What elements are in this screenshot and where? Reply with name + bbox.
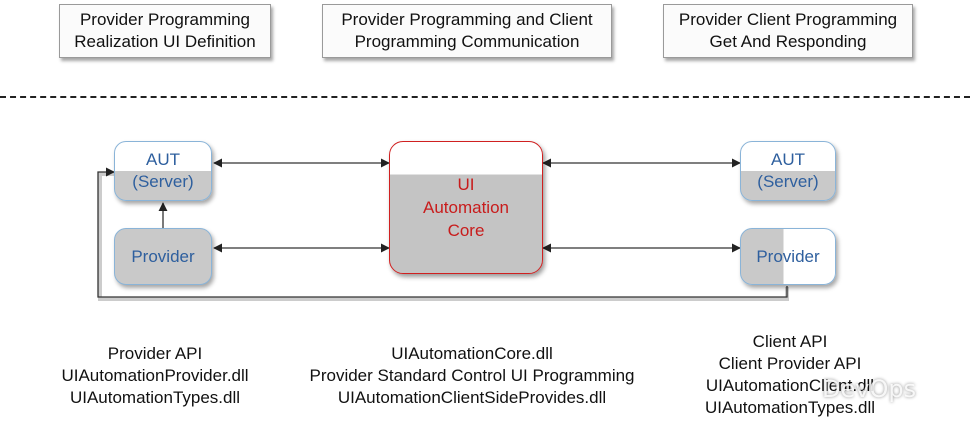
caption-line: UIAutomationClientSideProvides.dll [337,388,607,407]
header-line: Programming Communication [354,32,580,51]
caption-line: Client API [752,332,828,351]
header-line: Realization UI Definition [74,32,256,51]
left-provider-node: Provider [114,228,212,285]
caption-line: Provider API [107,344,203,363]
node-label: Provider [131,246,195,266]
footer-left-caption: Provider API UIAutomationProvider.dll UI… [30,343,280,409]
footer-center-caption: UIAutomationCore.dll Provider Standard C… [292,343,652,409]
node-label: (Server) [132,172,194,191]
watermark-logo: DevOps [822,375,916,403]
left-aut-server-node: AUT (Server) [114,141,212,201]
caption-line: UIAutomationTypes.dll [704,398,876,417]
core-label: Core [447,221,485,240]
caption-line: UIAutomationTypes.dll [69,388,241,407]
caption-line: UIAutomationCore.dll [391,344,553,363]
node-label: AUT [771,150,805,169]
core-label: UI [457,175,475,194]
right-aut-server-node: AUT (Server) [740,141,836,201]
ui-automation-core-node: UI Automation Core [389,141,543,274]
loop-path [97,167,788,298]
header-box-client-programming: Provider Client Programming Get And Resp… [663,4,913,58]
watermark-text: DevOps [822,375,917,403]
node-label: Provider [756,246,820,266]
dashed-divider [0,96,970,98]
header-box-communication: Provider Programming and Client Programm… [322,4,612,58]
caption-line: UIAutomationClient.dll [705,376,875,395]
header-line: Provider Client Programming [678,10,898,29]
right-provider-node: Provider [740,228,836,285]
header-line: Provider Programming and Client [341,10,593,29]
caption-line: Client Provider API [718,354,862,373]
caption-line: UIAutomationProvider.dll [61,366,249,385]
header-line: Get And Responding [709,32,867,51]
header-line: Provider Programming [79,10,251,29]
node-label: AUT [146,150,180,169]
caption-line: Provider Standard Control UI Programming [309,366,635,385]
core-label: Automation [423,198,509,217]
footer-right-caption: Client API Client Provider API UIAutomat… [680,331,900,419]
node-label: (Server) [757,172,819,191]
header-box-provider-realization: Provider Programming Realization UI Defi… [59,4,271,58]
